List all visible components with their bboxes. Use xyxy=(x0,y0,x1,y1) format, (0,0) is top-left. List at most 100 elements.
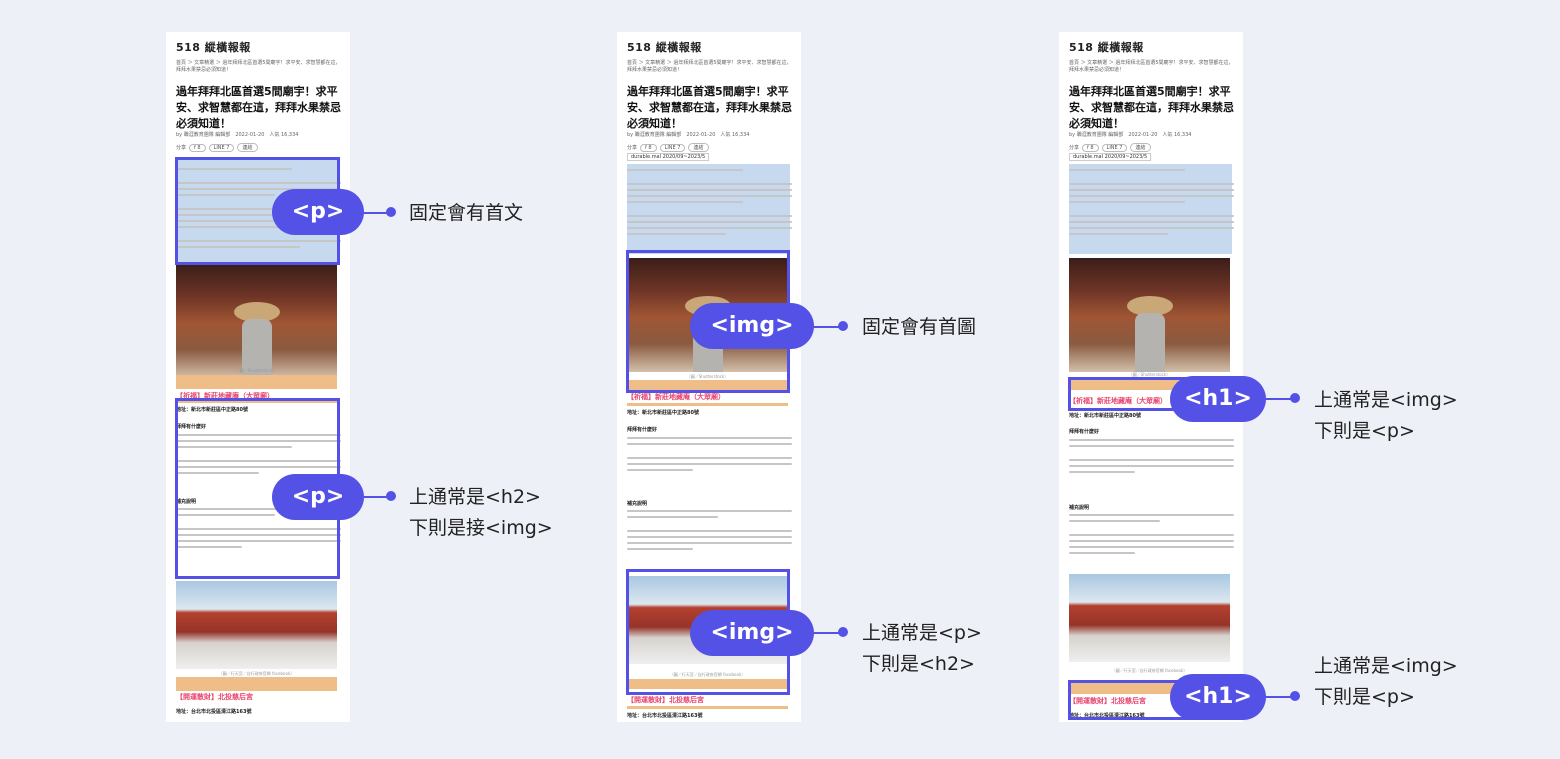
share-bar: 分享 f 8 LINE 7 連結 xyxy=(176,143,258,152)
temple-plaza-photo xyxy=(1069,574,1230,662)
annotation-note: 上通常是<h2> 下則是接<img> xyxy=(409,486,553,539)
site-logo: 518 縱橫報報 xyxy=(176,41,251,54)
heading-band xyxy=(176,400,337,403)
author-tag: durable.mal 2020/09~2023/5 xyxy=(627,153,710,161)
annotation-note: 上通常是<img> 下則是<p> xyxy=(1314,389,1458,442)
annotation-note: 上通常是<img> 下則是<p> xyxy=(1314,655,1458,708)
connector-dot xyxy=(1290,691,1300,701)
address-line: 地址：新北市新莊區中正路80號 xyxy=(627,410,699,416)
hat-shape xyxy=(234,302,280,322)
share-label: 分享 xyxy=(176,145,187,151)
body-text xyxy=(176,508,341,552)
figure-shape xyxy=(242,319,272,378)
body-text xyxy=(627,437,792,475)
tag-pill-p: <p> xyxy=(272,474,364,520)
address-line: 地址：台北市北投區清江路163號 xyxy=(1069,713,1145,719)
annotation-note: 固定會有首文 xyxy=(409,202,524,224)
photo-caption: （圖／Shutterstock） xyxy=(686,374,729,379)
section-heading: 【開運散財】北投慈后宮 xyxy=(176,693,253,701)
hat-shape xyxy=(1127,296,1173,316)
highlight-intro xyxy=(1069,164,1232,254)
sub-heading: 拜拜有什麼好 xyxy=(627,427,658,433)
photo-caption: （圖／Shutterstock） xyxy=(1128,372,1171,377)
connector-line xyxy=(362,212,390,214)
article-meta: by 職涯教育團隊 編輯部 2022-01-20 人氣 16,334 xyxy=(627,132,750,138)
share-bar: 分享 f 8 LINE 7 連結 xyxy=(1069,143,1151,152)
body-text xyxy=(1069,439,1234,477)
heading-band xyxy=(627,679,788,689)
article-title: 過年拜拜北區首選5間廟宇！求平安、求智慧都在這，拜拜水果禁忌必須知道！ xyxy=(176,85,341,130)
section-heading: 【祈福】新莊地藏庵（大眾廟） xyxy=(176,392,274,400)
sub-heading: 補充說明 xyxy=(627,501,648,507)
figure-shape xyxy=(1135,313,1165,372)
address-line: 地址：新北市新莊區中正路80號 xyxy=(1069,413,1141,419)
copy-link-button[interactable]: 連結 xyxy=(237,143,258,152)
share-facebook-button[interactable]: f 8 xyxy=(1082,143,1099,152)
section-heading: 【開運散財】北投慈后宮 xyxy=(627,696,704,704)
share-facebook-button[interactable]: f 8 xyxy=(640,143,657,152)
heading-band xyxy=(176,677,337,691)
section-heading: 【開運散財】北投慈后宮 xyxy=(1069,697,1146,705)
temple-plaza-photo xyxy=(176,581,337,669)
article-meta: by 職涯教育團隊 編輯部 2022-01-20 人氣 16,334 xyxy=(176,132,299,138)
heading-band xyxy=(627,706,788,709)
photo-caption: （圖／Shutterstock） xyxy=(235,368,278,373)
connector-line xyxy=(812,326,842,328)
share-line-button[interactable]: LINE 7 xyxy=(659,143,686,152)
tag-pill-p: <p> xyxy=(272,189,364,235)
body-text xyxy=(627,510,792,554)
temple-photo xyxy=(176,264,337,378)
highlight-intro xyxy=(627,164,790,254)
copy-link-button[interactable]: 連結 xyxy=(1130,143,1151,152)
share-line-button[interactable]: LINE 7 xyxy=(1101,143,1128,152)
share-label: 分享 xyxy=(1069,145,1080,151)
photo-caption: （圖／行天宮／自行政府官網 facebook） xyxy=(218,671,295,676)
article-title: 過年拜拜北區首選5間廟宇！求平安、求智慧都在這，拜拜水果禁忌必須知道！ xyxy=(627,85,792,130)
annotation-note: 上通常是<p> 下則是<h2> xyxy=(862,622,982,675)
site-logo: 518 縱橫報報 xyxy=(1069,41,1144,54)
copy-link-button[interactable]: 連結 xyxy=(688,143,709,152)
connector-dot xyxy=(838,321,848,331)
tag-pill-img: <img> xyxy=(690,303,814,349)
share-line-button[interactable]: LINE 7 xyxy=(208,143,235,152)
heading-band xyxy=(627,403,788,406)
connector-dot xyxy=(1290,393,1300,403)
sub-heading: 拜拜有什麼好 xyxy=(176,424,207,430)
photo-caption: （圖／行天宮／自行政府官網 facebook） xyxy=(1111,668,1188,673)
connector-line xyxy=(1264,398,1294,400)
share-facebook-button[interactable]: f 8 xyxy=(189,143,206,152)
article-panel-2: 518 縱橫報報 首頁 ＞ 文章精選 ＞ 過年拜拜北區首選5間廟宇！求平安、求智… xyxy=(617,32,801,722)
article-meta: by 職涯教育團隊 編輯部 2022-01-20 人氣 16,334 xyxy=(1069,132,1192,138)
intro-text xyxy=(176,168,341,252)
connector-line xyxy=(1264,696,1294,698)
tag-pill-h1: <h1> xyxy=(1170,674,1266,720)
tag-pill-h1: <h1> xyxy=(1170,376,1266,422)
breadcrumb: 首頁 ＞ 文章精選 ＞ 過年拜拜北區首選5間廟宇！求平安、求智慧都在這，拜拜水果… xyxy=(176,60,341,73)
intro-text xyxy=(627,169,792,239)
section-heading: 【祈福】新莊地藏庵（大眾廟） xyxy=(1069,397,1167,405)
connector-dot xyxy=(386,491,396,501)
breadcrumb: 首頁 ＞ 文章精選 ＞ 過年拜拜北區首選5間廟宇！求平安、求智慧都在這，拜拜水果… xyxy=(1069,60,1234,73)
photo-caption: （圖／行天宮／自行政府官網 facebook） xyxy=(669,672,746,677)
heading-band xyxy=(176,375,337,389)
site-logo: 518 縱橫報報 xyxy=(627,41,702,54)
article-title: 過年拜拜北區首選5間廟宇！求平安、求智慧都在這，拜拜水果禁忌必須知道！ xyxy=(1069,85,1234,130)
body-text xyxy=(176,434,341,478)
connector-dot xyxy=(838,627,848,637)
address-line: 地址：台北市北投區清江路163號 xyxy=(176,709,252,715)
connector-dot xyxy=(386,207,396,217)
annotation-note: 固定會有首圖 xyxy=(862,316,977,338)
sub-heading: 拜拜有什麼好 xyxy=(1069,429,1100,435)
heading-band xyxy=(627,380,788,390)
breadcrumb: 首頁 ＞ 文章精選 ＞ 過年拜拜北區首選5間廟宇！求平安、求智慧都在這，拜拜水果… xyxy=(627,60,792,73)
sub-heading: 補充說明 xyxy=(1069,505,1090,511)
author-tag: durable.mal 2020/09~2023/5 xyxy=(1069,153,1152,161)
body-text xyxy=(1069,514,1234,558)
connector-line xyxy=(812,632,842,634)
section-heading: 【祈福】新莊地藏庵（大眾廟） xyxy=(627,393,725,401)
intro-text xyxy=(1069,169,1234,239)
share-bar: 分享 f 8 LINE 7 連結 xyxy=(627,143,709,152)
article-panel-1: 518 縱橫報報 首頁 ＞ 文章精選 ＞ 過年拜拜北區首選5間廟宇！求平安、求智… xyxy=(166,32,350,722)
tag-pill-img: <img> xyxy=(690,610,814,656)
address-line: 地址：台北市北投區清江路163號 xyxy=(627,713,703,719)
